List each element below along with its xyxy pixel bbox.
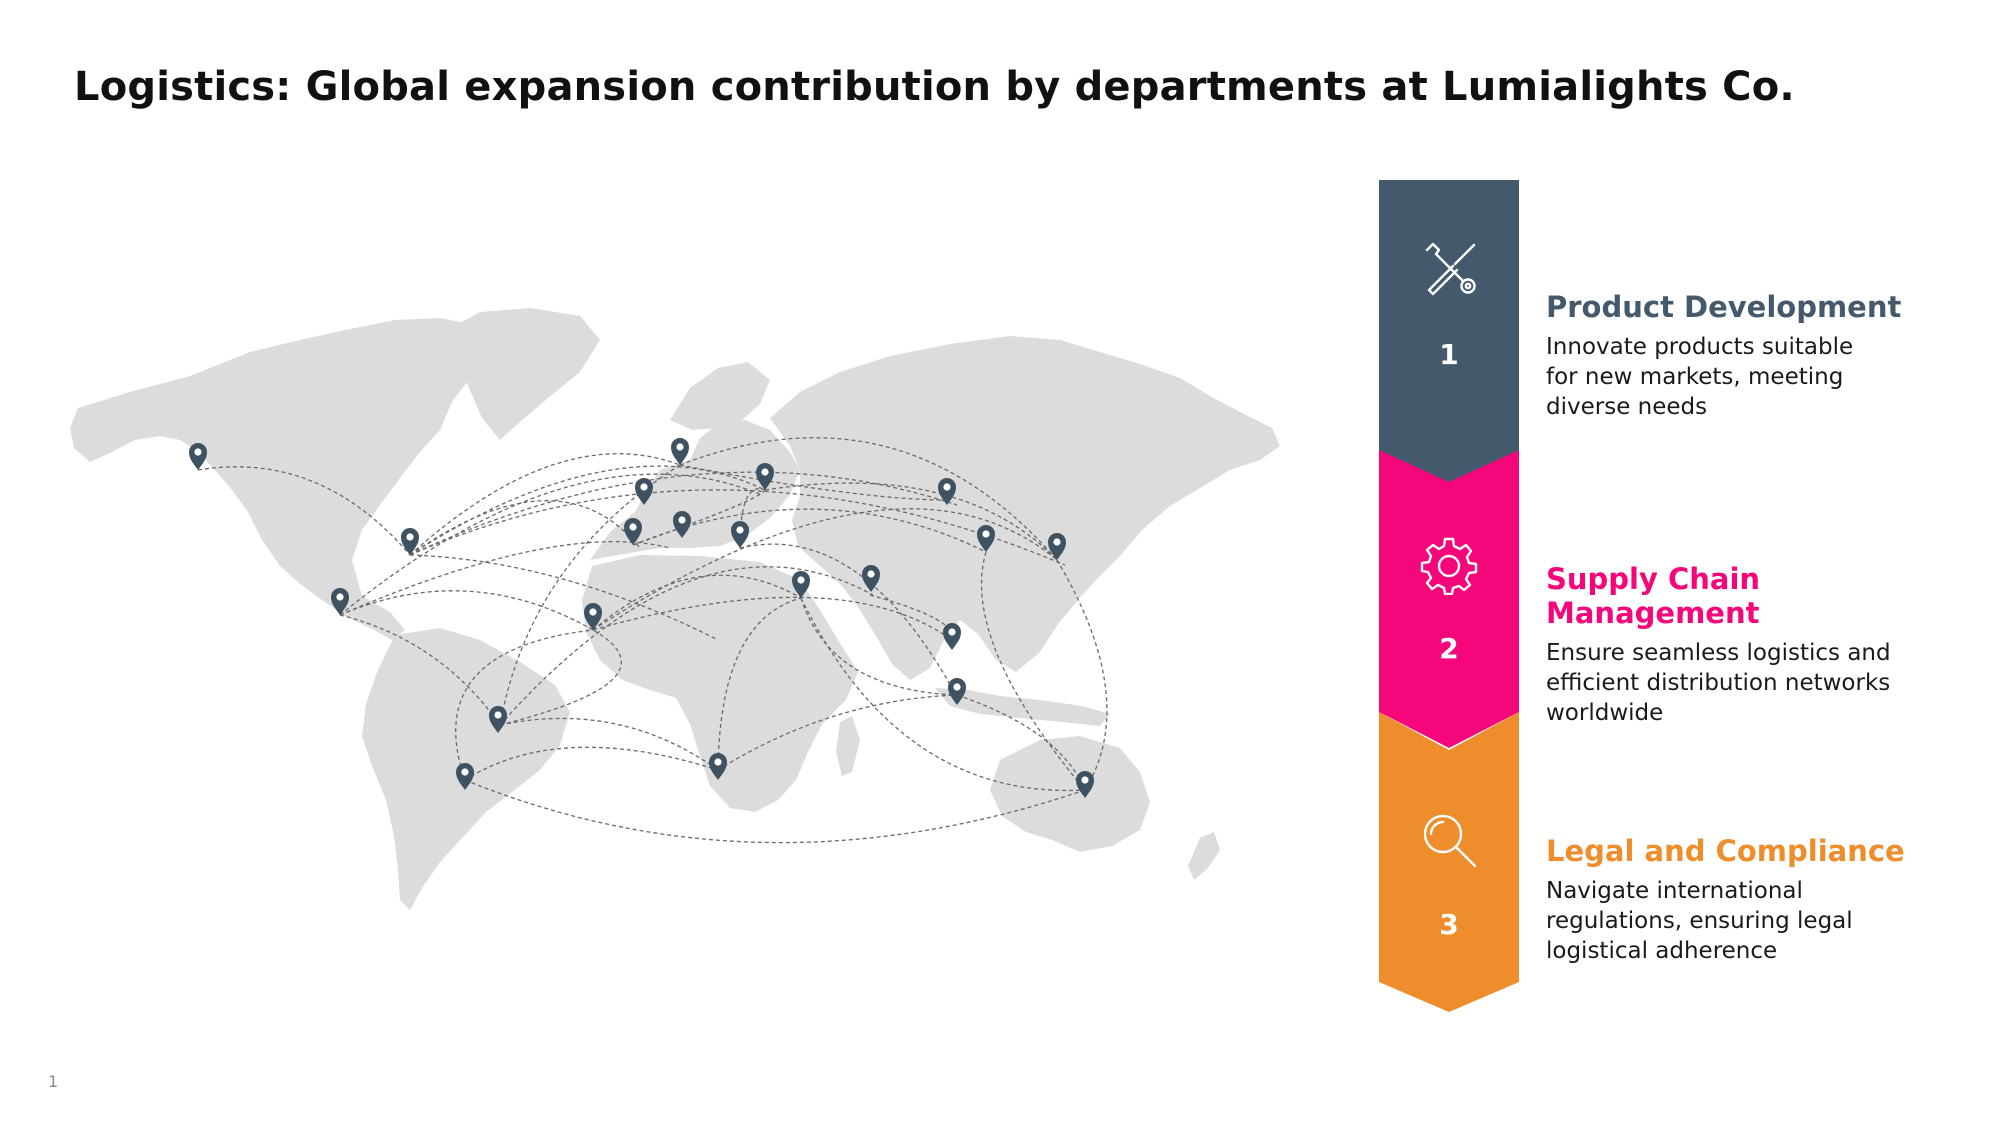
step-1-description: Innovate products suitable for new marke…: [1546, 334, 1854, 420]
tools-icon: [1425, 242, 1476, 296]
map-pin: [1076, 771, 1094, 798]
map-pin: [584, 603, 602, 630]
route-line: [339, 541, 671, 616]
step-1-chevron-shape: [1379, 180, 1519, 482]
map-pin: [489, 706, 507, 733]
map-pin: [709, 753, 727, 780]
australia-landmass: [990, 736, 1150, 852]
new-zealand-landmass: [1188, 832, 1220, 880]
slide-title: Logistics: Global expansion contribution…: [74, 64, 1795, 110]
map-pin: [1048, 533, 1066, 560]
step-3-chevron-shape: [1379, 712, 1519, 1012]
route-line: [679, 464, 948, 501]
map-pin: [331, 588, 349, 615]
department-steps: 1 2 3: [1379, 180, 1519, 1026]
route-line: [409, 500, 641, 556]
route-line: [409, 453, 681, 556]
route-line: [339, 473, 763, 616]
map-pin: [401, 528, 419, 555]
route-line: [499, 566, 874, 726]
greenland-landmass: [448, 308, 600, 440]
route-line: [592, 596, 953, 641]
route-line: [980, 551, 1086, 791]
map-pin: [456, 763, 474, 790]
route-line: [339, 590, 594, 631]
route-line: [197, 466, 411, 556]
map-pin: [635, 478, 653, 505]
route-lines: [197, 437, 1108, 844]
step-3-chevron: [1379, 712, 1519, 1012]
route-line: [499, 717, 719, 771]
map-pin: [948, 678, 966, 705]
japan-landmass: [1076, 506, 1110, 568]
step-3-description: Navigate international regulations, ensu…: [1546, 878, 1853, 964]
step-1-chevron: [1379, 180, 1519, 482]
north-america-landmass: [70, 318, 505, 640]
route-line: [409, 471, 958, 556]
map-pin: [977, 525, 995, 552]
step-2-title: Supply Chain Management: [1546, 562, 1761, 630]
route-line: [592, 574, 802, 631]
indonesia-landmass: [935, 688, 1110, 726]
map-pin: [792, 571, 810, 598]
location-pins: [189, 438, 1094, 798]
step-3-text: Legal and Compliance Navigate internatio…: [1546, 834, 1966, 966]
map-pin: [756, 463, 774, 490]
step-3-number: 3: [1439, 908, 1459, 941]
route-line: [717, 597, 802, 771]
route-line: [339, 614, 501, 726]
map-pin: [189, 443, 207, 470]
route-line: [800, 597, 1086, 792]
map-pin: [731, 521, 749, 548]
route-line: [409, 489, 1066, 566]
step-2-description: Ensure seamless logistics and efficient …: [1546, 640, 1891, 726]
route-line: [455, 629, 594, 781]
africa-landmass: [582, 555, 858, 812]
scandinavia-landmass: [670, 362, 770, 430]
route-line: [409, 554, 719, 641]
route-line: [739, 488, 766, 549]
madagascar-landmass: [836, 716, 860, 776]
continents: [70, 308, 1280, 910]
route-line: [800, 597, 958, 696]
step-1-text: Product Development Innovate products su…: [1546, 290, 1966, 422]
route-line: [739, 543, 957, 696]
step-2-text: Supply Chain Management Ensure seamless …: [1546, 562, 1966, 728]
map-pin: [943, 623, 961, 650]
asia-landmass: [770, 336, 1280, 680]
route-line: [1056, 559, 1108, 791]
route-line: [717, 694, 958, 771]
gear-icon: [1420, 537, 1478, 595]
magnifier-icon: [1423, 814, 1477, 868]
map-pin: [671, 438, 689, 465]
map-pin: [862, 565, 880, 592]
step-2-number: 2: [1439, 632, 1459, 665]
map-pin: [938, 478, 956, 505]
route-line: [764, 482, 1058, 561]
step-1-number: 1: [1439, 338, 1459, 371]
map-pin: [673, 511, 691, 538]
step-3-title: Legal and Compliance: [1546, 834, 1905, 868]
map-pin: [624, 518, 642, 545]
route-line: [499, 629, 622, 726]
step-2-chevron-shape: [1379, 442, 1519, 748]
route-line: [464, 779, 1086, 844]
step-2-chevron: [1379, 442, 1519, 748]
route-line: [464, 746, 719, 781]
step-1-title: Product Development: [1546, 290, 1902, 324]
world-map: [70, 308, 1280, 910]
page-number: 1: [48, 1072, 59, 1091]
